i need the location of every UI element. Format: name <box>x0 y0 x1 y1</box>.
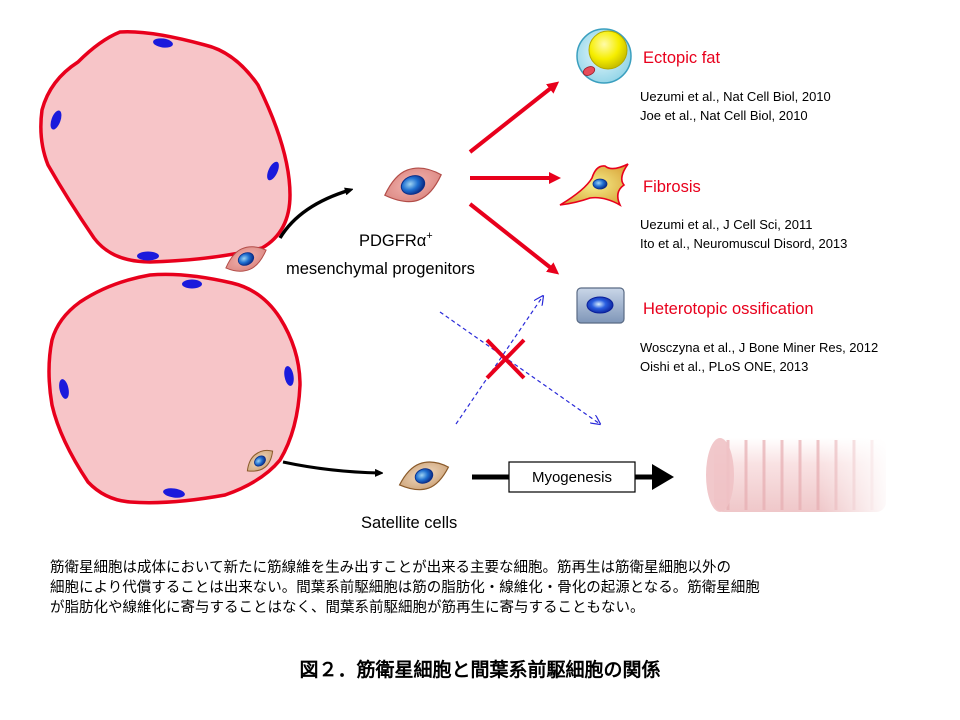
dashed-arrow-progenitor-to-myogenesis <box>439 311 600 424</box>
muscle-fiber-upper <box>39 30 292 264</box>
myonucleus <box>59 379 69 399</box>
adipocyte-icon <box>576 28 632 84</box>
myogenesis-box <box>508 461 636 493</box>
regenerated-muscle-fiber <box>706 436 890 514</box>
ref-line: Uezumi et al., J Cell Sci, 2011 <box>640 217 812 232</box>
satellite-cells-label: Satellite cells <box>361 514 457 532</box>
ref-line: Wosczyna et al., J Bone Miner Res, 2012 <box>640 340 878 355</box>
myonucleus <box>50 110 62 130</box>
ref-line: Ito et al., Neuromuscul Disord, 2013 <box>640 236 847 251</box>
outcome-heterotopic-ossification: Heterotopic ossification <box>643 300 814 318</box>
mesenchymal-progenitors-label: mesenchymal progenitors <box>286 260 475 278</box>
interstitial-progenitor-cell <box>225 246 267 272</box>
satellite-cell-on-fiber <box>246 449 274 472</box>
myonucleus <box>284 366 294 386</box>
fibroblast-icon <box>559 163 629 207</box>
arrow-to-satellite-cell <box>282 460 380 473</box>
caption-line: 細胞により代償することは出来ない。間葉系前駆細胞は筋の脂肪化・線維化・骨化の起源… <box>50 580 760 596</box>
ref-line: Joe et al., Nat Cell Biol, 2010 <box>640 108 808 123</box>
pdgfra-label: PDGFRα+ <box>359 230 433 250</box>
figure-title: 図２．筋衛星細胞と間葉系前駆細胞の関係 <box>299 659 661 681</box>
ref-line: Uezumi et al., Nat Cell Biol, 2010 <box>640 89 831 104</box>
myogenesis-arrowhead <box>652 464 674 490</box>
blocked-cross-mark <box>485 338 526 380</box>
satellite-cell <box>398 461 450 491</box>
myonucleus <box>153 38 173 48</box>
arrow-to-ossification <box>468 202 560 275</box>
myonucleus <box>267 161 279 181</box>
fiber-outline <box>39 30 292 264</box>
muscle-fiber-lower <box>47 272 302 505</box>
caption: 筋衛星細胞は成体において新たに筋線維を生み出すことが出来る主要な細胞。筋再生は筋… <box>50 558 920 618</box>
dashed-arrow-satellite-to-fate <box>455 296 543 425</box>
myogenesis-label: Myogenesis <box>532 469 612 486</box>
bone-cell-icon <box>576 287 625 324</box>
relationship-diagram: PDGFRα+ mesenchymal progenitors Ectopic … <box>39 28 890 532</box>
caption-line: が脂肪化や線維化に寄与することはなく、間葉系前駆細胞が筋再生に寄与することもない… <box>50 600 645 616</box>
outcome-ectopic-fat: Ectopic fat <box>643 49 720 67</box>
arrow-to-progenitor <box>278 190 350 239</box>
pdgfra-progenitor-cell <box>384 167 442 203</box>
myonucleus <box>163 488 185 498</box>
myonucleus <box>182 279 202 289</box>
fiber-outline <box>47 272 302 505</box>
outcome-fibrosis: Fibrosis <box>643 178 701 196</box>
caption-line: 筋衛星細胞は成体において新たに筋線維を生み出すことが出来る主要な細胞。筋再生は筋… <box>50 560 732 576</box>
ref-line: Oishi et al., PLoS ONE, 2013 <box>640 359 808 374</box>
myonucleus <box>137 251 159 261</box>
arrow-to-fat <box>468 81 560 154</box>
